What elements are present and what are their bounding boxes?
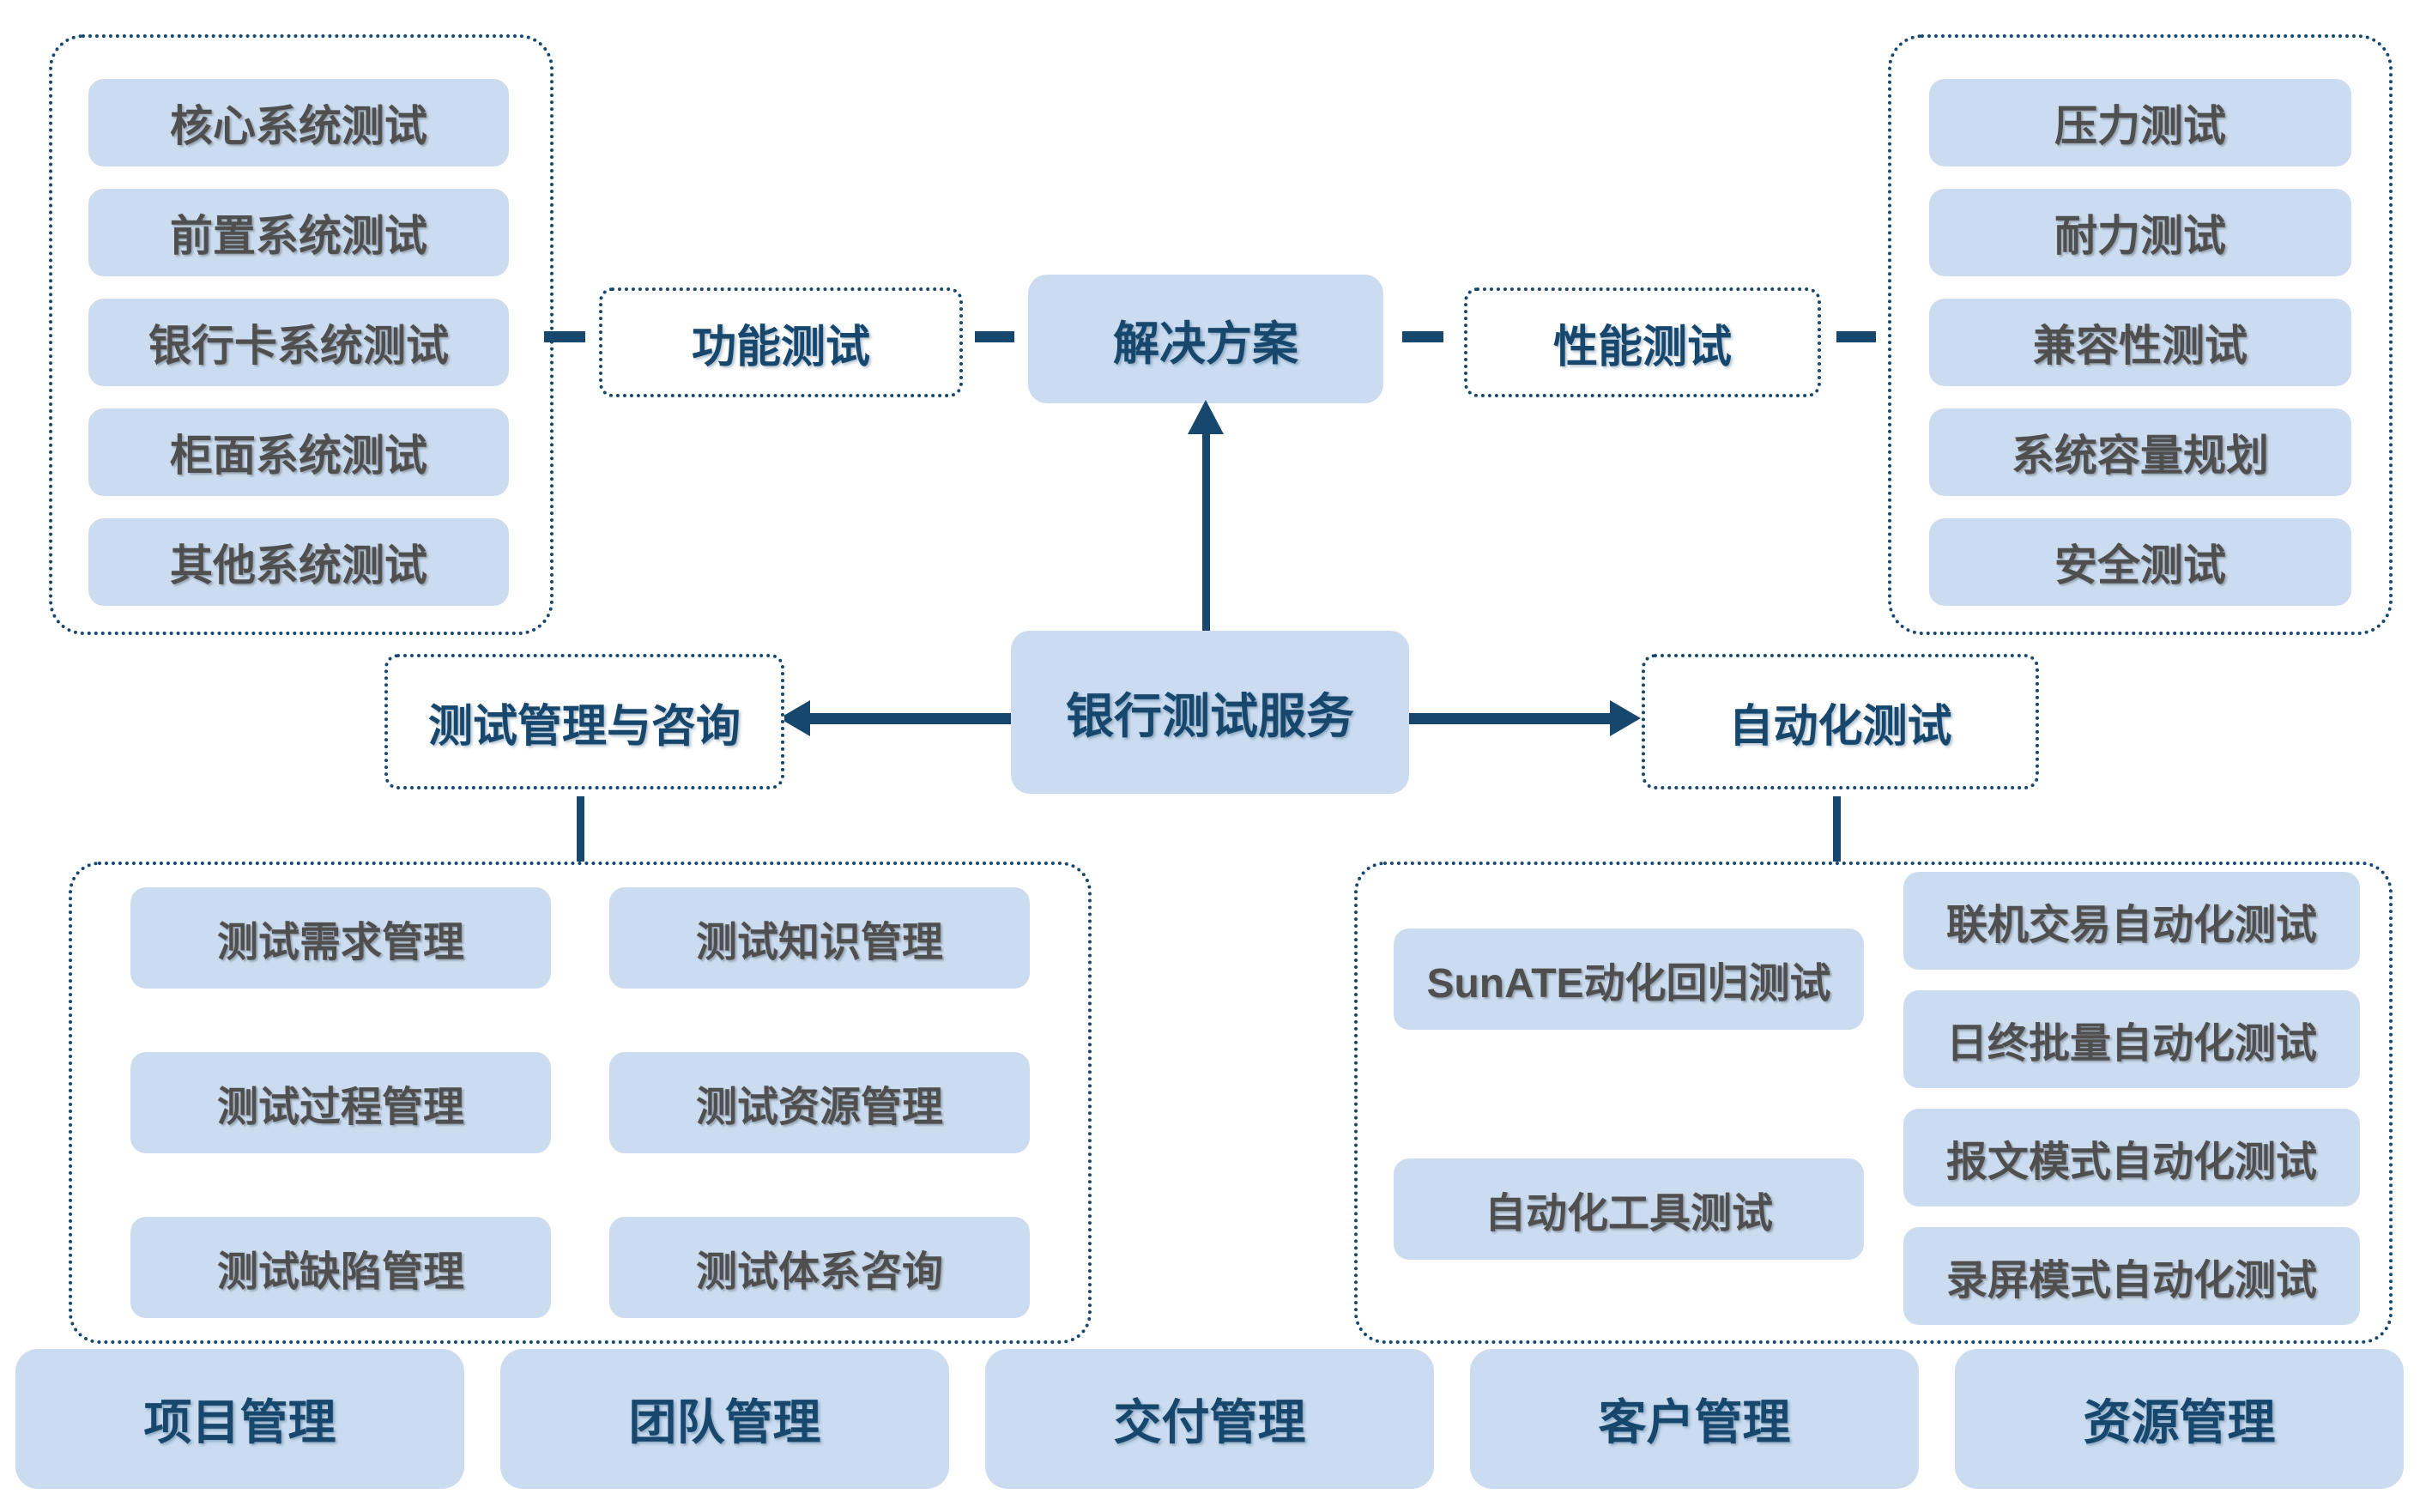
automation-mode-item: 日终批量自动化测试 [1903,990,2360,1088]
connector-dash [1836,331,1876,342]
automation-test-group: SunATE动化回归测试 自动化工具测试 联机交易自动化测试 日终批量自动化测试… [1354,862,2393,1344]
management-item: 测试过程管理 [130,1052,551,1153]
management-item: 测试资源管理 [609,1052,1030,1153]
performance-test-node: 性能测试 [1464,287,1821,397]
bottom-bar-item: 资源管理 [1955,1349,2404,1489]
connector-dash [975,331,1014,342]
automation-mode-item: 联机交易自动化测试 [1903,872,2360,970]
bottom-bar-item: 交付管理 [985,1349,1434,1489]
performance-item: 耐力测试 [1929,189,2351,276]
performance-item: 兼容性测试 [1929,299,2351,386]
management-item: 测试需求管理 [130,887,551,989]
management-item: 测试体系咨询 [609,1217,1030,1318]
up-arrow-shaft [1202,433,1210,631]
management-item: 测试缺陷管理 [130,1217,551,1318]
functional-item: 银行卡系统测试 [88,299,509,386]
up-arrow-head-icon [1188,400,1224,434]
functional-test-group: 核心系统测试 前置系统测试 银行卡系统测试 柜面系统测试 其他系统测试 [49,34,554,635]
functional-item: 柜面系统测试 [88,408,509,496]
left-arrow-shaft [810,713,1011,724]
functional-item: 核心系统测试 [88,79,509,166]
test-management-node: 测试管理与咨询 [384,654,784,789]
functional-item: 前置系统测试 [88,189,509,276]
bottom-bar-item: 团队管理 [500,1349,949,1489]
right-arrow-shaft [1409,713,1610,724]
functional-test-node: 功能测试 [599,287,963,397]
automation-mode-item: 录屏模式自动化测试 [1903,1227,2360,1325]
left-arrow-head-icon [779,700,810,736]
automation-mode-item: 报文模式自动化测试 [1903,1109,2360,1207]
performance-test-group: 压力测试 耐力测试 兼容性测试 系统容量规划 安全测试 [1888,34,2393,635]
connector-dash [1402,331,1443,342]
performance-item: 系统容量规划 [1929,408,2351,496]
test-management-group: 测试需求管理 测试知识管理 测试过程管理 测试资源管理 测试缺陷管理 测试体系咨… [69,862,1092,1344]
bank-testing-service-node: 银行测试服务 [1011,631,1409,794]
automation-test-node: 自动化测试 [1642,654,2039,789]
performance-item: 压力测试 [1929,79,2351,166]
connector-dash [544,331,585,342]
solution-node: 解决方案 [1028,275,1383,403]
functional-item: 其他系统测试 [88,518,509,606]
management-item: 测试知识管理 [609,887,1030,989]
performance-item: 安全测试 [1929,518,2351,606]
connector-line [1833,796,1841,862]
automation-tool-item: SunATE动化回归测试 [1394,928,1864,1030]
right-arrow-head-icon [1610,700,1641,736]
connector-line [577,796,584,862]
bottom-bar-item: 项目管理 [15,1349,464,1489]
bottom-bar-item: 客户管理 [1470,1349,1919,1489]
automation-tool-item: 自动化工具测试 [1394,1158,1864,1260]
